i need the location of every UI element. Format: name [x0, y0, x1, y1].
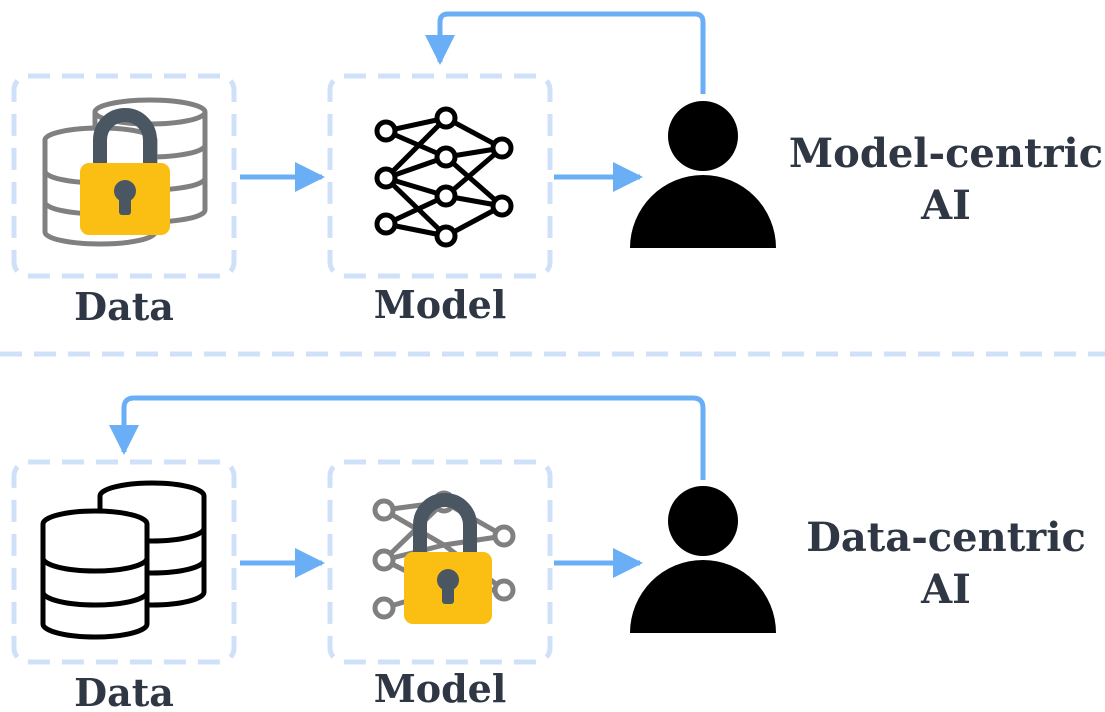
bottom-model-label: Model — [373, 666, 507, 711]
user-icon — [630, 486, 776, 633]
feedback-arrow-to-model — [425, 11, 706, 94]
top-title-line2: AI — [921, 182, 971, 229]
bottom-data-label: Data — [74, 670, 174, 712]
neural-network-locked-icon — [372, 490, 516, 624]
bottom-title-line2: AI — [921, 566, 971, 613]
top-data-label: Data — [74, 284, 174, 329]
feedback-arrow-to-data — [109, 395, 706, 480]
top-model-label: Model — [373, 282, 507, 327]
bottom-title-line1: Data-centric — [806, 514, 1086, 561]
neural-network-icon — [374, 106, 514, 248]
database-icon — [40, 480, 207, 640]
user-icon — [630, 101, 776, 248]
top-model-box — [327, 73, 553, 279]
database-locked-icon — [42, 97, 208, 247]
top-title-line1: Model-centric — [788, 130, 1104, 177]
